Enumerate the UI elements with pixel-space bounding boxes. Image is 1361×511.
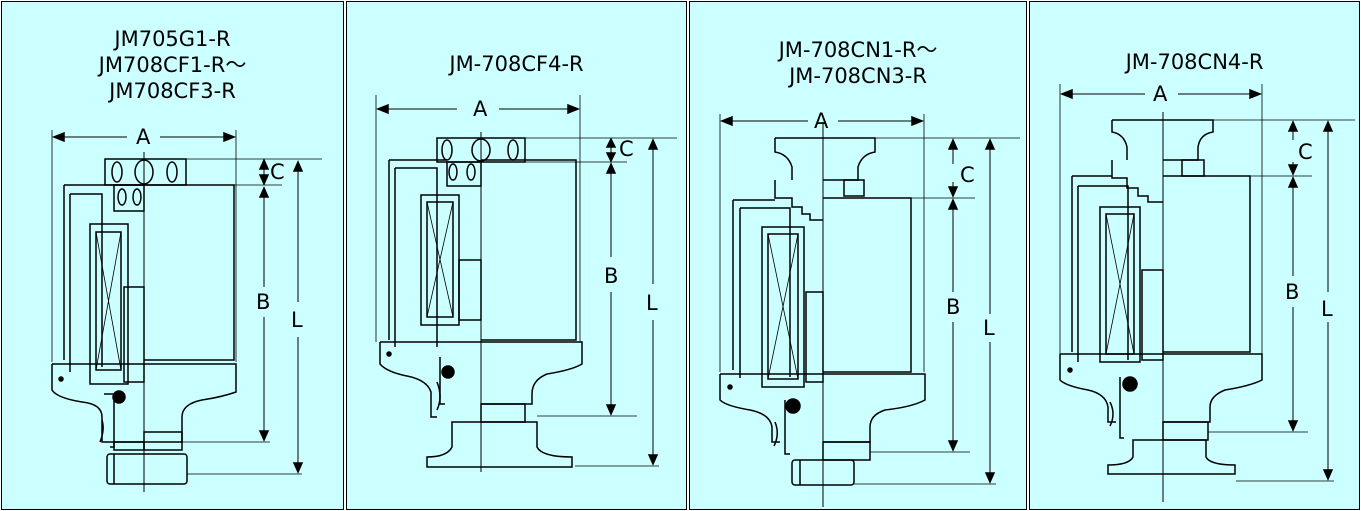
panel-jm-708cn4-r: JM-708CN4-R [1029,1,1360,510]
title-line-1: JM705G1-R [114,27,231,51]
dim-label-l: L [291,308,303,332]
dim-label-c: C [270,160,285,184]
panel-title: JM-708CN1-R〜 JM-708CN3-R [690,37,1026,89]
title-line-1: JM-708CN1-R〜 [778,38,938,62]
dim-label-c: C [1298,140,1313,164]
gauge-outline-drawing: A C B L [375,95,677,472]
gauge-outline-drawing: A C B L [51,125,322,492]
gauge-outline-drawing: A C B L [1059,82,1355,502]
title-line-2: JM708CF1-R〜 [98,53,247,77]
panel-jm-708cn1-r: JM-708CN1-R〜 JM-708CN3-R [689,1,1027,510]
dim-label-a: A [136,125,151,149]
dim-label-l: L [983,316,995,340]
dim-label-a: A [814,109,829,133]
dim-label-b: B [1285,280,1299,304]
dim-label-b: B [946,295,960,319]
panel-jm705g1-r: JM705G1-R JM708CF1-R〜 JM708CF3-R [1,1,344,510]
dim-label-l: L [1321,297,1333,321]
dim-label-b: B [256,290,270,314]
title-line-3: JM708CF3-R [109,79,236,103]
dim-label-b: B [604,264,618,288]
dim-label-a: A [1153,82,1168,106]
gauge-outline-drawing: A C B L [719,109,1020,507]
dim-label-a: A [473,97,488,121]
panel-title: JM-708CF4-R [347,51,686,77]
dim-label-c: C [619,137,634,161]
dim-label-l: L [646,291,658,315]
title-line-1: JM-708CF4-R [449,52,584,76]
title-line-1: JM-708CN4-R [1125,50,1264,74]
panel-title: JM-708CN4-R [1030,49,1359,75]
panel-title: JM705G1-R JM708CF1-R〜 JM708CF3-R [2,26,343,104]
dim-label-c: C [960,163,975,187]
title-line-2: JM-708CN3-R [789,64,927,88]
panel-jm-708cf4-r: JM-708CF4-R [346,1,687,510]
